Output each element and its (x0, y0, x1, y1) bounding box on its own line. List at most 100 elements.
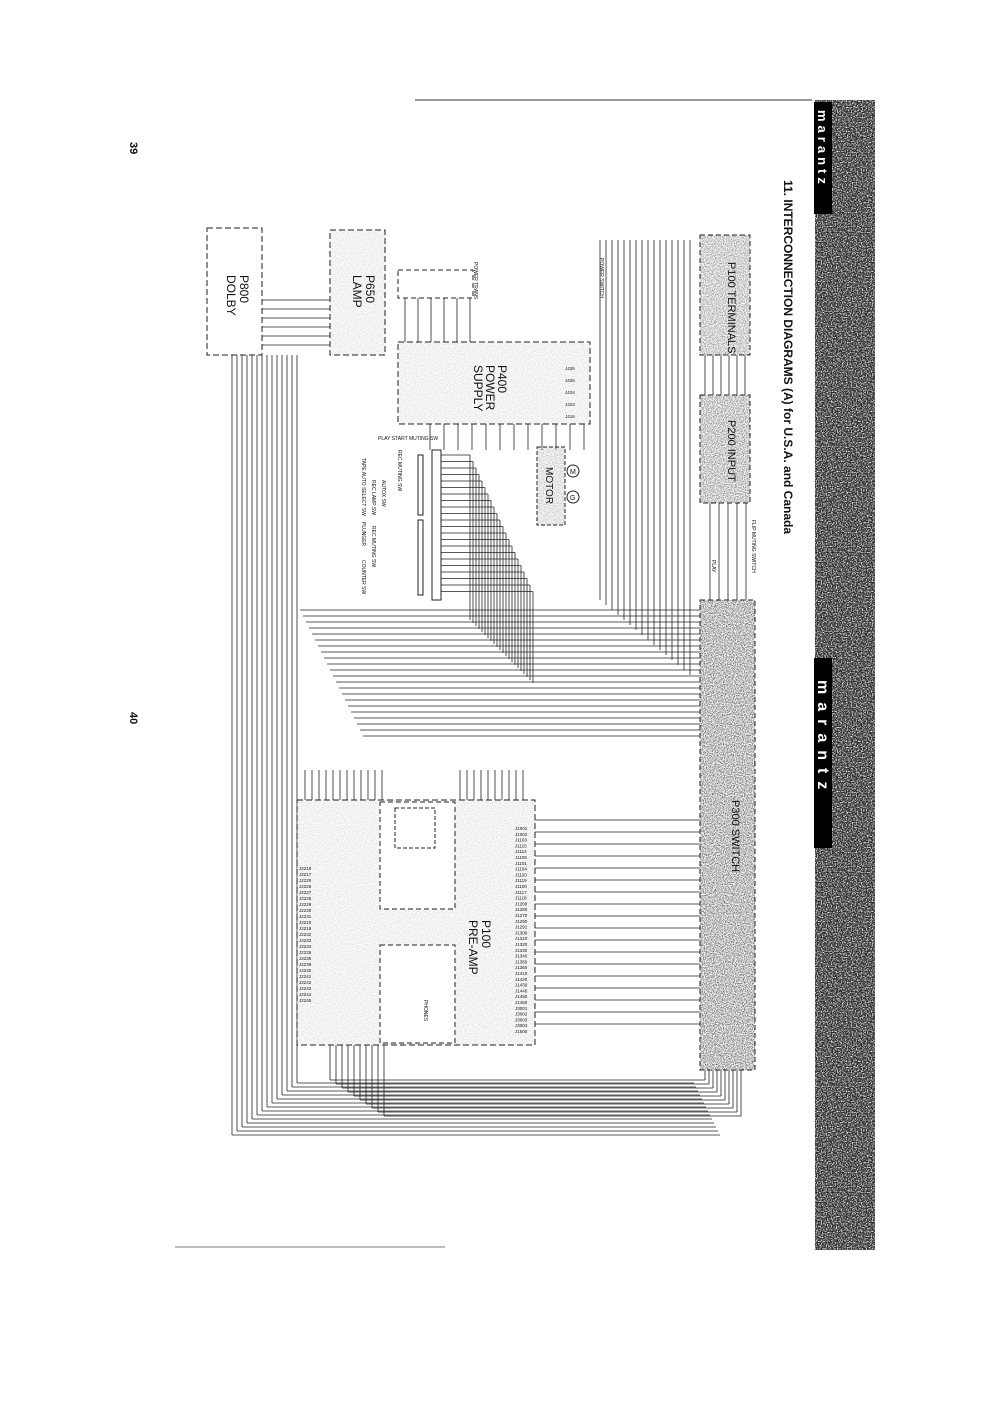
preamp-pin-label: J2230 (299, 908, 312, 913)
preamp-pin-label: J2235 (299, 950, 312, 955)
power-supply-pin-label: J425 (565, 378, 575, 383)
preamp-pin-label: J1340 (515, 954, 528, 959)
preamp-pin-label: J1100 (515, 884, 527, 889)
preamp-pin-label: J1350 (515, 959, 528, 964)
preamp-pin-label: J1310 (515, 936, 528, 941)
preamp-pin-label: J1117 (515, 890, 527, 895)
preamp-pin-label: J1103 (515, 838, 527, 843)
preamp-pin-label: J2243 (299, 986, 312, 991)
svg-text:PRE-AMP: PRE-AMP (466, 920, 480, 975)
preamp-pin-label: J1114 (515, 849, 527, 854)
preamp-pin-label: J3004 (515, 1023, 528, 1028)
preamp-pin-label: J1105 (515, 855, 527, 860)
block-input: P200 INPUT (699, 394, 751, 504)
brand-logo-2: marantz (814, 658, 832, 848)
label-autox: AUTOX SW (380, 480, 386, 507)
preamp-pin-label: J2236 (299, 956, 312, 961)
preamp-pin-label: J2240 (299, 968, 312, 973)
svg-text:POWER: POWER (483, 365, 497, 411)
block-lamp: P650 LAMP (329, 229, 386, 356)
label-power-trans: POWER TRANS (472, 262, 478, 300)
preamp-pin-label: J1410 (515, 971, 528, 976)
block-terminals: P100 TERMINALS (699, 234, 751, 356)
preamp-pin-label: J2227 (299, 890, 312, 895)
svg-text:P800: P800 (237, 275, 251, 303)
block-dolby: P800 DOLBY (206, 227, 263, 356)
svg-text:LAMP: LAMP (350, 275, 364, 308)
label-play-start-muting: PLAY START MUTING SW (378, 436, 438, 442)
preamp-pin-label: J1002 (515, 832, 528, 837)
brand-logo-1: marantz (814, 102, 832, 214)
power-transformer (397, 269, 474, 299)
block-power-supply: P400 POWER SUPPLY (397, 341, 591, 425)
preamp-pin-label: J2232 (299, 932, 312, 937)
power-supply-pin-label: J424 (565, 390, 575, 395)
preamp-pin-label: J2226 (299, 884, 312, 889)
svg-text:marantz: marantz (814, 680, 831, 797)
block-preamp: P100 PRE-AMP PHONES (296, 799, 536, 1046)
power-supply-pin-label: J426 (565, 366, 575, 371)
preamp-pin-label: J2218 (299, 866, 312, 871)
svg-text:PHONES: PHONES (422, 1000, 428, 1022)
label-counter: COUNTER SW (360, 560, 366, 594)
power-supply-pin-label: J423 (565, 402, 575, 407)
preamp-pin-label: J2241 (299, 974, 312, 979)
preamp-pin-label: J2242 (299, 980, 312, 985)
preamp-pin-label: J1460 (515, 1000, 528, 1005)
label-flip-muting: FLIP MUTING SWITCH (750, 520, 756, 573)
preamp-pin-label: J1280 (515, 907, 528, 912)
preamp-pin-label: J1270 (515, 913, 528, 918)
preamp-pin-label: J1330 (515, 948, 528, 953)
preamp-pin-label: J1101 (515, 861, 527, 866)
preamp-pin-label: J3001 (515, 1006, 528, 1011)
preamp-pin-label: J2228 (299, 896, 312, 901)
label-plunger: PLUNGER (360, 522, 366, 547)
svg-text:P300 SWITCH: P300 SWITCH (729, 800, 741, 872)
preamp-pin-label: J1360 (515, 965, 528, 970)
preamp-pin-label: J2245 (299, 998, 312, 1003)
preamp-pin-label: J1430 (515, 983, 528, 988)
diagram-title: 11. INTERCONNECTION DIAGRAMS (A) for U.S… (781, 180, 795, 534)
preamp-pin-label: J1104 (515, 867, 527, 872)
label-tape-auto-select: TAPE AUTO SELECT SW (360, 458, 366, 516)
svg-text:M: M (570, 469, 576, 476)
preamp-pin-label: J2233 (299, 938, 312, 943)
preamp-pin-label: J1200 (515, 901, 528, 906)
label-rec-lamp: REC LAMP SW (370, 480, 376, 515)
preamp-pin-label: J2229 (299, 902, 312, 907)
svg-text:DOLBY: DOLBY (224, 275, 238, 316)
preamp-pin-label: J2210 (299, 920, 312, 925)
preamp-pin-label: J1290 (515, 919, 528, 924)
svg-text:marantz: marantz (815, 110, 830, 188)
pin-labels: J426J425J424J423J416J1001J1002J1103J1115… (299, 366, 575, 1034)
preamp-pin-label: J1450 (515, 994, 528, 999)
preamp-pin-label: J2217 (299, 872, 312, 877)
svg-text:P400: P400 (495, 365, 509, 393)
preamp-pin-label: J3002 (515, 1012, 528, 1017)
preamp-pin-label: J2220 (299, 878, 312, 883)
preamp-pin-label: J1120 (515, 872, 527, 877)
preamp-pin-label: J2219 (299, 926, 312, 931)
preamp-pin-label: J1420 (515, 977, 528, 982)
page-number-39: 39 (127, 142, 139, 154)
svg-text:P100 TERMINALS: P100 TERMINALS (725, 262, 737, 354)
label-play: PLAY (710, 560, 716, 573)
preamp-pin-label: J2231 (299, 914, 312, 919)
preamp-pin-label: J1115 (515, 843, 527, 848)
preamp-pin-label: J3003 (515, 1017, 528, 1022)
preamp-pin-label: J1001 (515, 826, 528, 831)
svg-text:MOTOR: MOTOR (543, 467, 554, 504)
preamp-pin-label: J1440 (515, 988, 528, 993)
preamp-pin-label: J1291 (515, 925, 528, 930)
preamp-pin-label: J2234 (299, 944, 312, 949)
preamp-pin-label: J2244 (299, 992, 312, 997)
page-number-40: 40 (127, 712, 139, 724)
svg-text:P650: P650 (363, 275, 377, 303)
preamp-pin-label: J1300 (515, 930, 528, 935)
svg-text:P200 INPUT: P200 INPUT (725, 420, 737, 482)
power-supply-pin-label: J416 (565, 414, 575, 419)
block-motor: MOTOR M G (536, 446, 580, 526)
preamp-pin-label: J1500 (515, 1029, 528, 1034)
connector-strip-j312 (417, 449, 442, 601)
